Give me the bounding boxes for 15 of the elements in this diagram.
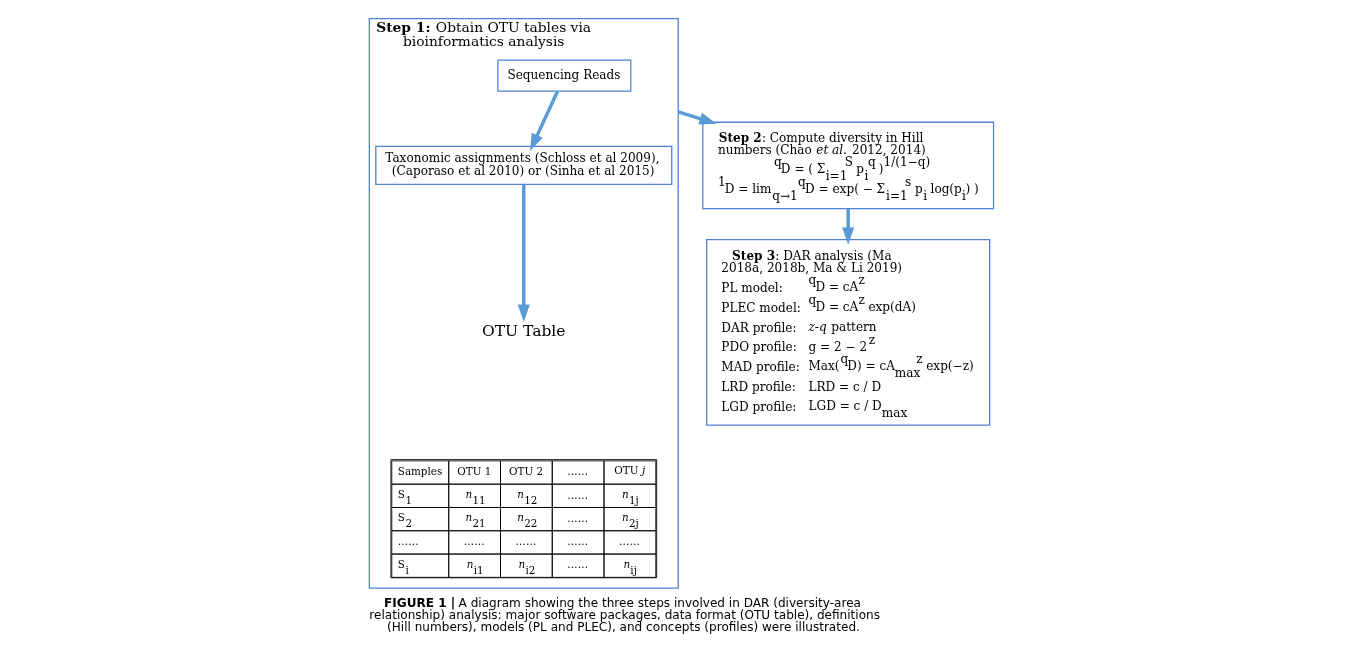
label: Samples <box>397 465 442 478</box>
caption: FIGURE 1 | A diagram showing the three steps involved in DAR (diversity-area relationship) analysis: major software packages, data format (OTU table), definitions (Hill numbers), models (PL and PLEC), and concepts (profiles) were illustrated. <box>368 596 880 635</box>
label: …… <box>397 535 419 548</box>
label: OTU 1 <box>456 465 491 478</box>
label: …… <box>566 535 588 548</box>
label: …… <box>515 535 536 548</box>
label: …… <box>566 558 588 571</box>
label: …… <box>566 488 588 501</box>
label: OTU 2 <box>508 465 543 478</box>
label: OTU j <box>613 464 645 477</box>
label: …… <box>566 511 588 524</box>
label: …… <box>463 535 485 548</box>
node-text: OTU Table <box>481 322 565 341</box>
label: …… <box>618 535 640 548</box>
label: …… <box>566 465 588 478</box>
